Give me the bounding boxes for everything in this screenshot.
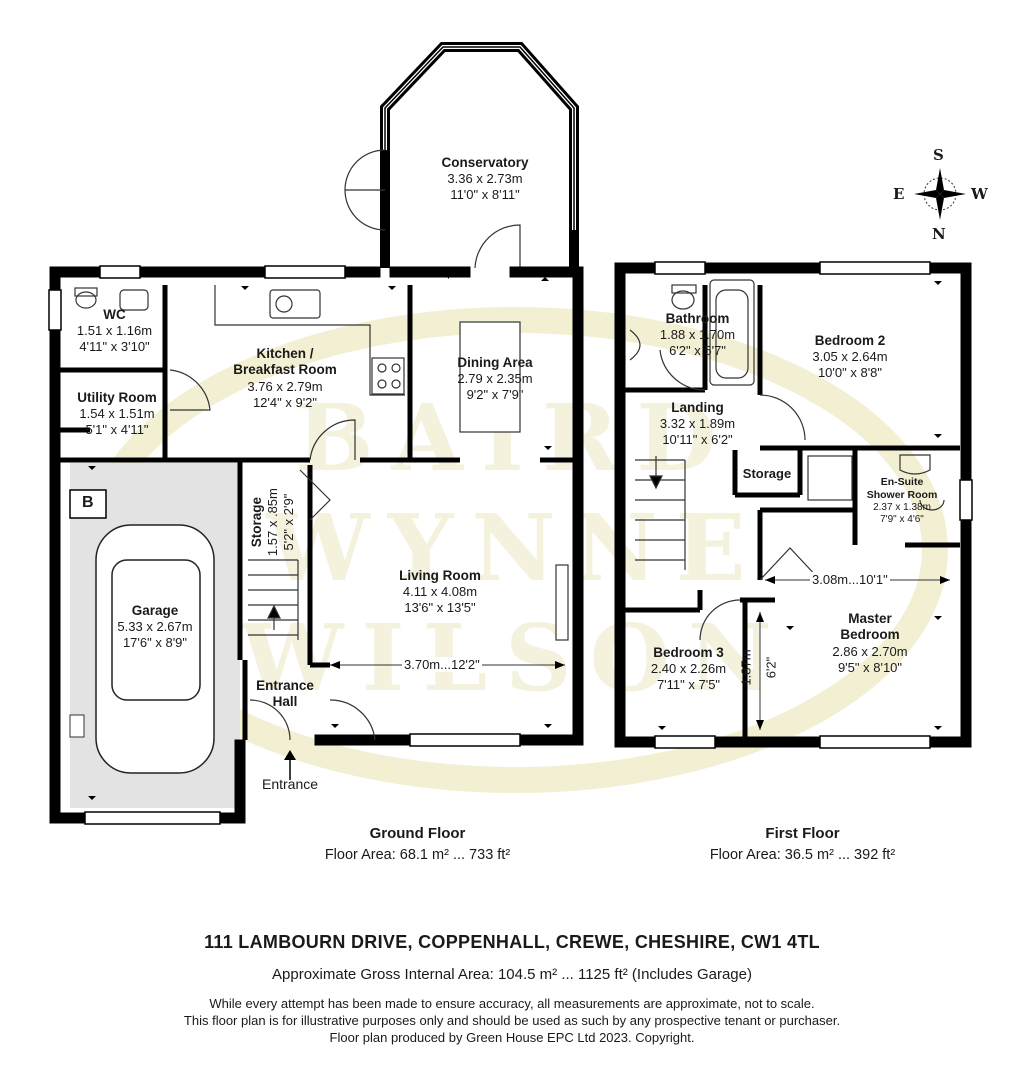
room-label-bedroom2: Bedroom 2 3.05 x 2.64m 10'0" x 8'8" xyxy=(790,333,910,381)
first-floor-plan xyxy=(614,168,973,749)
room-imperial: 12'4" x 9'2" xyxy=(252,394,318,410)
room-label-bathroom: Bathroom 1.88 x 1.70m 6'2" x 5'7" xyxy=(645,311,750,359)
bedroom3-depth-metric: 1.87m xyxy=(738,649,754,686)
compass-east: E xyxy=(893,185,905,203)
room-name: Garage xyxy=(131,603,179,618)
room-imperial: 13'6" x 13'5" xyxy=(404,600,476,616)
room-metric: 1.51 x 1.16m xyxy=(76,323,153,339)
room-metric: 5.33 x 2.67m xyxy=(117,619,193,635)
disclaimer-line-3: Floor plan produced by Green House EPC L… xyxy=(329,1030,695,1045)
room-imperial: 10'11" x 6'2" xyxy=(662,432,733,448)
room-label-conservatory: Conservatory 3.36 x 2.73m 11'0" x 8'11" xyxy=(410,155,560,203)
room-label-utility: Utility Room 1.54 x 1.51m 5'1" x 4'11" xyxy=(58,390,176,438)
room-label-storage-first: Storage xyxy=(736,466,798,482)
room-name: Bathroom xyxy=(665,311,730,326)
entrance-label: Entrance xyxy=(262,776,319,792)
measure-ticks xyxy=(68,271,942,800)
ground-floor-area: Floor Area: 68.1 m² ... 733 ft² xyxy=(324,847,511,863)
room-metric: 3.36 x 2.73m xyxy=(447,171,523,187)
room-imperial: 10'0" x 8'8" xyxy=(817,365,883,381)
room-label-ensuite: En-Suite Shower Room 2.37 x 1.38m 7'9" x… xyxy=(856,476,948,526)
room-label-living: Living Room 4.11 x 4.08m 13'6" x 13'5" xyxy=(370,568,510,616)
first-floor-area: Floor Area: 36.5 m² ... 392 ft² xyxy=(709,847,896,863)
room-label-wc: WC 1.51 x 1.16m 4'11" x 3'10" xyxy=(62,307,167,355)
ground-floor-plan xyxy=(48,42,584,825)
room-metric: 3.32 x 1.89m xyxy=(659,416,736,432)
room-name: Utility Room xyxy=(77,390,157,405)
room-label-garage: Garage 5.33 x 2.67m 17'6" x 8'9" xyxy=(100,603,210,651)
room-imperial: 9'2" x 7'9" xyxy=(466,387,524,403)
room-label-entrance-hall: Entrance Hall xyxy=(245,678,325,711)
master-bedroom-width-dimension: 3.08m...10'1" xyxy=(810,572,890,587)
stairs-ground xyxy=(248,559,299,640)
room-metric: 3.76 x 2.79m xyxy=(247,378,323,394)
boiler-marker-label: B xyxy=(82,494,94,511)
disclaimer-line-2: This floor plan is for illustrative purp… xyxy=(183,1013,841,1028)
compass-rose xyxy=(914,168,966,220)
room-name: Entrance xyxy=(256,678,314,693)
room-label-bedroom3: Bedroom 3 2.40 x 2.26m 7'11" x 7'5" xyxy=(636,645,741,693)
room-name: Dining Area xyxy=(457,355,533,370)
room-imperial: 5'1" x 4'11" xyxy=(85,422,149,438)
room-metric: 2.86 x 2.70m xyxy=(832,643,908,659)
room-name: Conservatory xyxy=(441,155,529,170)
room-imperial: 7'11" x 7'5" xyxy=(656,677,721,693)
room-name-2: Shower Room xyxy=(866,488,938,501)
first-floor-title: First Floor xyxy=(765,825,840,842)
boiler-marker-box xyxy=(69,489,107,519)
room-metric: 1.57 x .85m xyxy=(265,488,281,557)
room-name: Master xyxy=(848,611,892,626)
room-metric: 2.37 x 1.38m xyxy=(873,501,931,513)
room-imperial: 9'5" x 8'10" xyxy=(837,659,903,675)
room-label-kitchen: Kitchen / Breakfast Room 3.76 x 2.79m 12… xyxy=(195,346,375,411)
room-metric: 1.54 x 1.51m xyxy=(79,406,155,422)
ground-floor-title: Ground Floor xyxy=(369,825,466,842)
room-metric: 4.11 x 4.08m xyxy=(402,584,478,600)
watermark: BAIRD WYNNE WILSON xyxy=(82,307,948,793)
room-name: Storage xyxy=(248,496,264,548)
room-label-master: Master Bedroom 2.86 x 2.70m 9'5" x 8'10" xyxy=(810,611,930,676)
bedroom3-depth-imperial: 6'2" xyxy=(763,656,779,679)
room-label-dining: Dining Area 2.79 x 2.35m 9'2" x 7'9" xyxy=(430,355,560,403)
room-imperial: 17'6" x 8'9" xyxy=(122,635,188,651)
room-metric: 2.79 x 2.35m xyxy=(457,371,533,387)
compass-south: S xyxy=(933,146,944,164)
room-name: WC xyxy=(103,307,126,322)
property-address: 111 LAMBOURN DRIVE, COPPENHALL, CREWE, C… xyxy=(204,932,820,952)
room-name-2: Bedroom xyxy=(840,627,900,643)
room-name-2: Breakfast Room xyxy=(233,362,337,378)
room-imperial: 7'9" x 4'6" xyxy=(880,513,924,525)
compass-north: N xyxy=(932,225,946,243)
stairs-first xyxy=(635,456,686,570)
room-name: Bedroom 2 xyxy=(814,333,886,348)
room-label-landing: Landing 3.32 x 1.89m 10'11" x 6'2" xyxy=(645,400,750,448)
room-metric: 2.40 x 2.26m xyxy=(650,661,727,677)
svg-text:WYNNE: WYNNE xyxy=(265,494,763,602)
room-imperial: 5'2" x 2'9" xyxy=(281,493,297,551)
compass-west: W xyxy=(971,185,988,203)
room-name: Living Room xyxy=(399,568,481,583)
svg-text:WILSON: WILSON xyxy=(239,604,790,712)
disclaimer-line-1: While every attempt has been made to ens… xyxy=(209,996,815,1011)
room-imperial: 6'2" x 5'7" xyxy=(669,343,726,359)
gross-internal-area: Approximate Gross Internal Area: 104.5 m… xyxy=(272,966,752,983)
living-room-width-dimension: 3.70m...12'2" xyxy=(402,657,482,672)
kitchen-units xyxy=(214,285,405,396)
room-name: En-Suite xyxy=(880,476,924,488)
room-name-2: Hall xyxy=(272,694,298,710)
room-name: Landing xyxy=(671,400,724,415)
room-name: Bedroom 3 xyxy=(653,645,724,660)
room-imperial: 11'0" x 8'11" xyxy=(450,187,520,203)
room-metric: 3.05 x 2.64m xyxy=(812,349,888,365)
room-name: Storage xyxy=(742,466,792,481)
room-metric: 1.88 x 1.70m xyxy=(659,327,736,343)
room-label-storage-ground: Storage 1.57 x .85m 5'2" x 2'9" xyxy=(249,467,297,577)
garage-car-outline xyxy=(95,524,215,774)
room-imperial: 4'11" x 3'10" xyxy=(79,339,150,355)
room-name: Kitchen / xyxy=(256,346,314,361)
